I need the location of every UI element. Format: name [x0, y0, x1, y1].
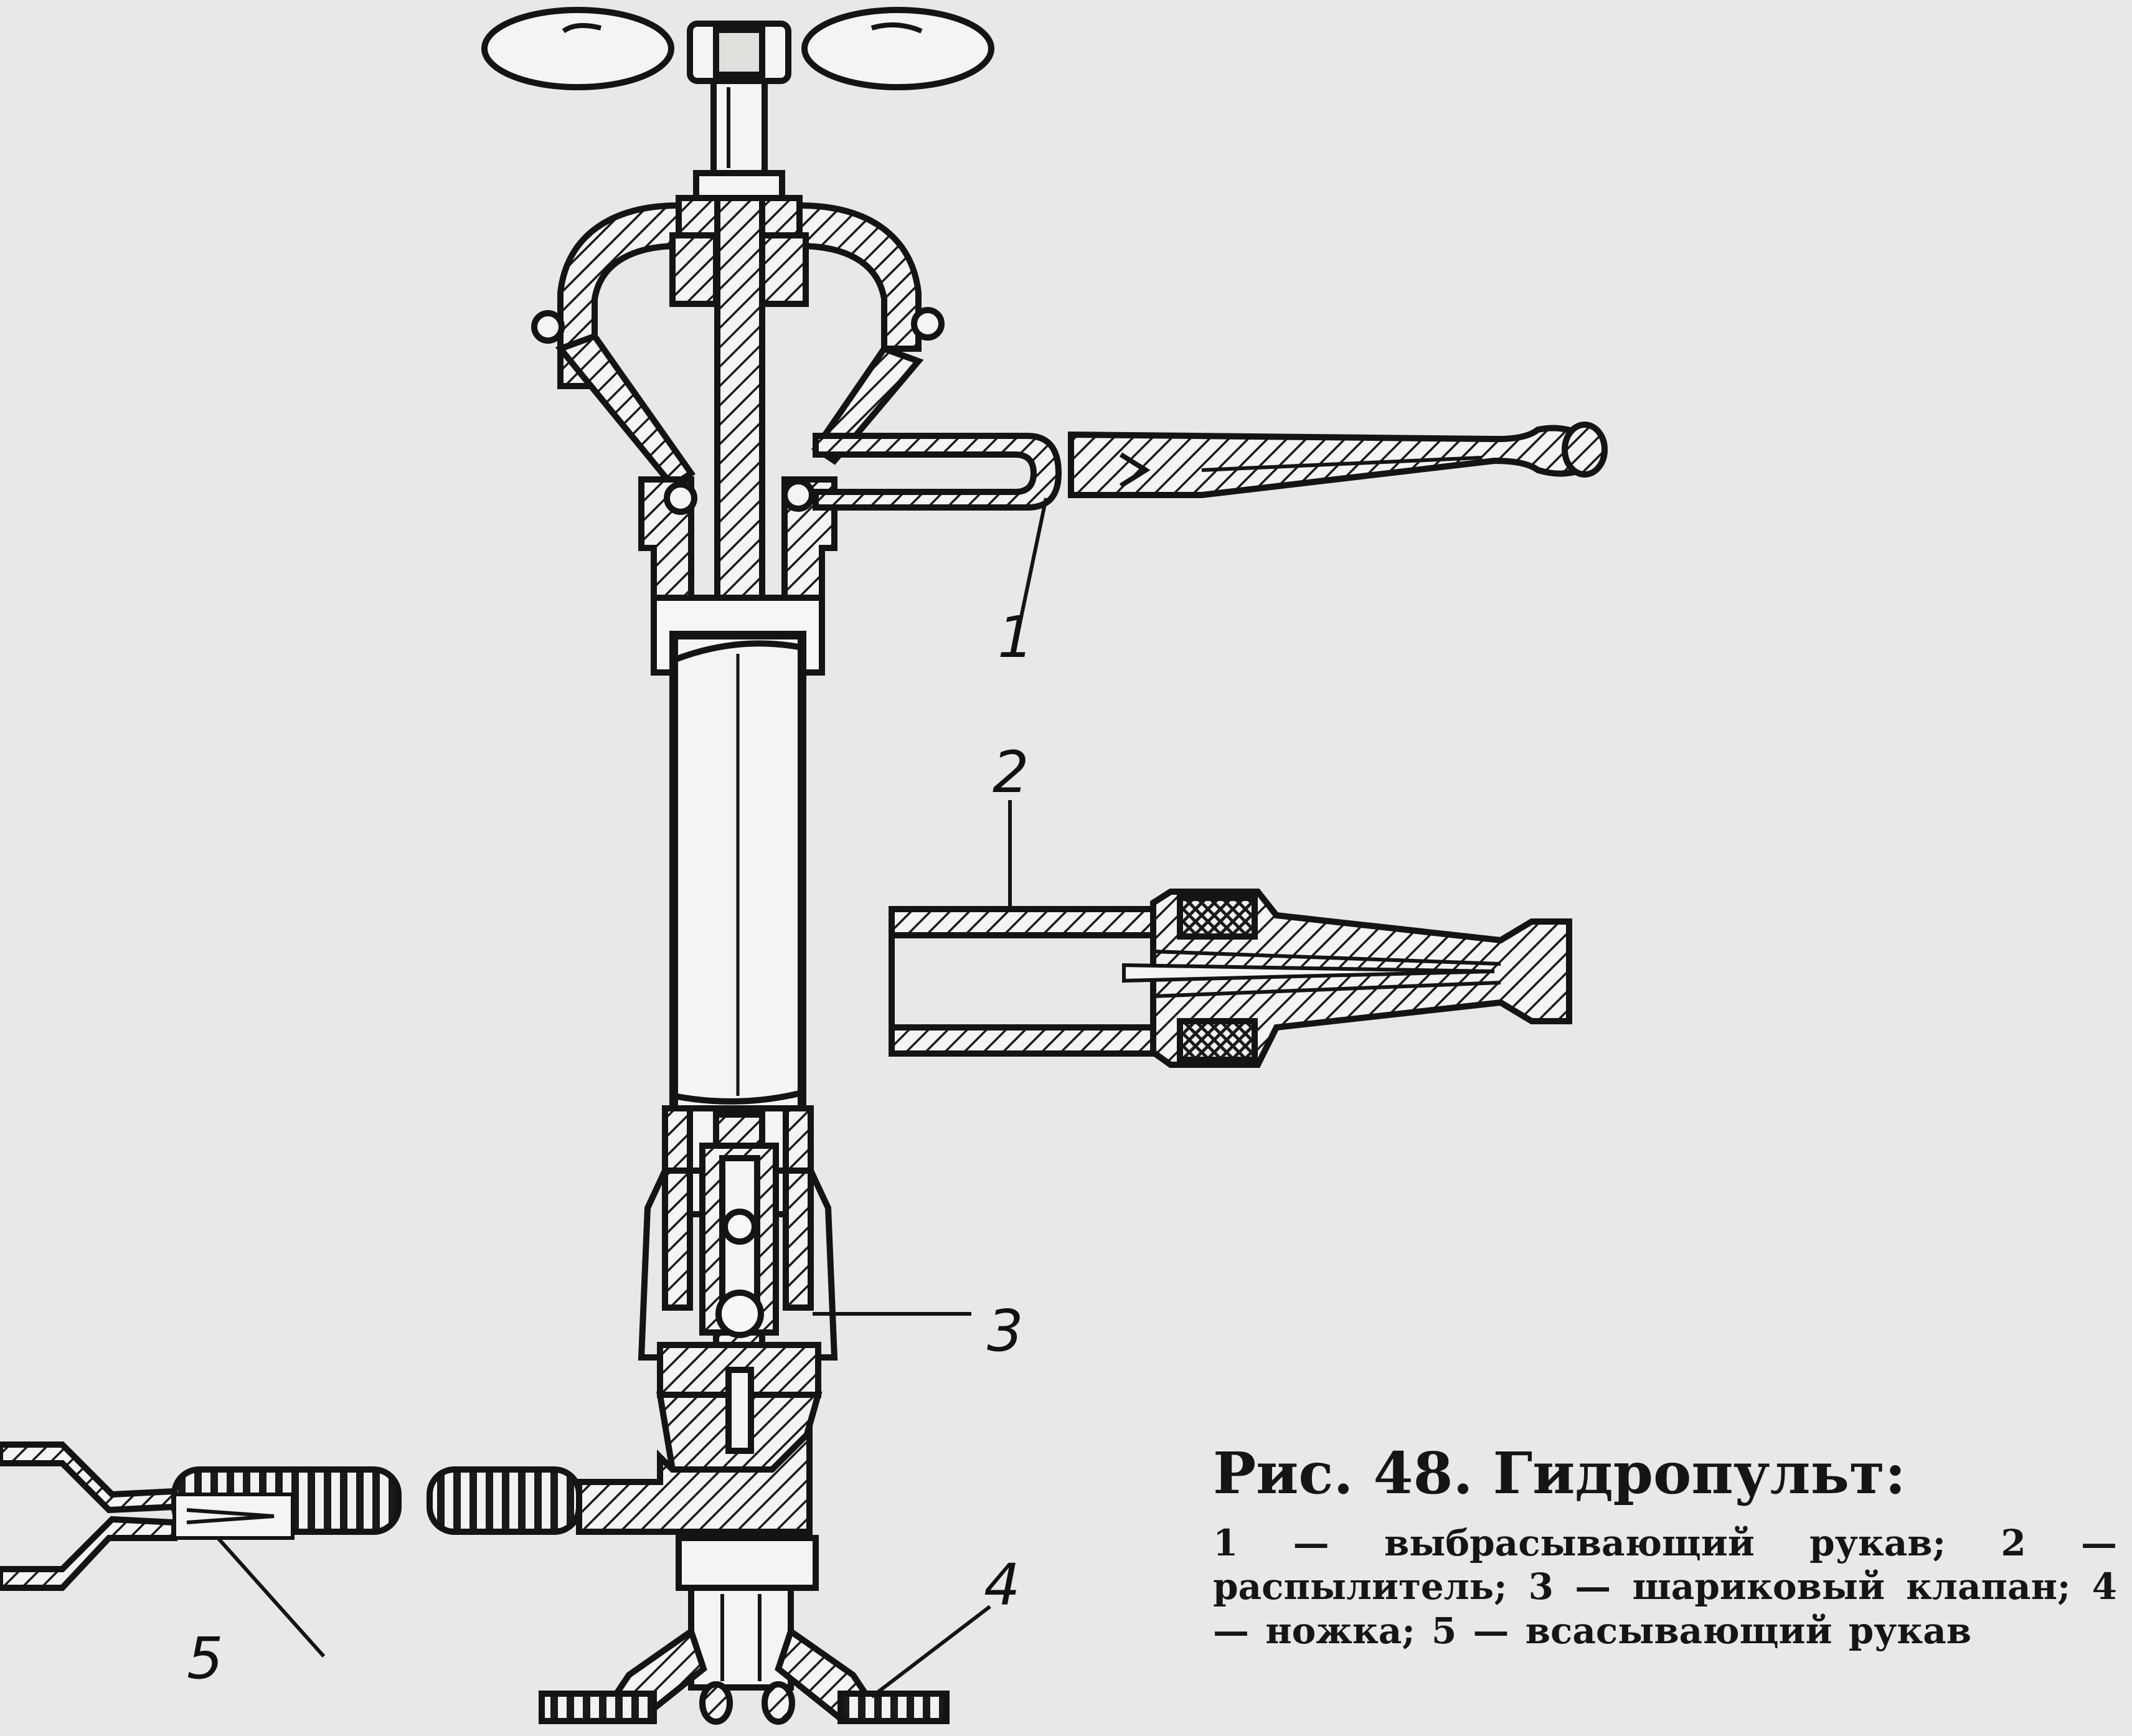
callout-1: 1 [998, 604, 1034, 671]
callout-5: 5 [187, 1625, 224, 1692]
outlet-hose [813, 422, 1608, 511]
callout-4: 4 [984, 1552, 1021, 1618]
suction-hose [0, 1441, 582, 1591]
ball-valve [638, 1143, 838, 1473]
pump-foot [539, 1626, 950, 1725]
callout-2: 2 [993, 739, 1029, 806]
pump-base [576, 1424, 819, 1691]
caption-legend: 1 — выбрасывающий рукав; 2 — распылитель… [1213, 1521, 2117, 1653]
figure-caption: Рис. 48. Гидропульт: 1 — выбрасывающий р… [1213, 1443, 2117, 1653]
caption-title: Рис. 48. Гидропульт: [1213, 1440, 1906, 1507]
leader-lines [216, 498, 1048, 1699]
callout-3: 3 [987, 1298, 1024, 1364]
pump-rod [714, 195, 765, 656]
sprayer-nozzle [889, 889, 1572, 1068]
t-handle [481, 7, 994, 177]
